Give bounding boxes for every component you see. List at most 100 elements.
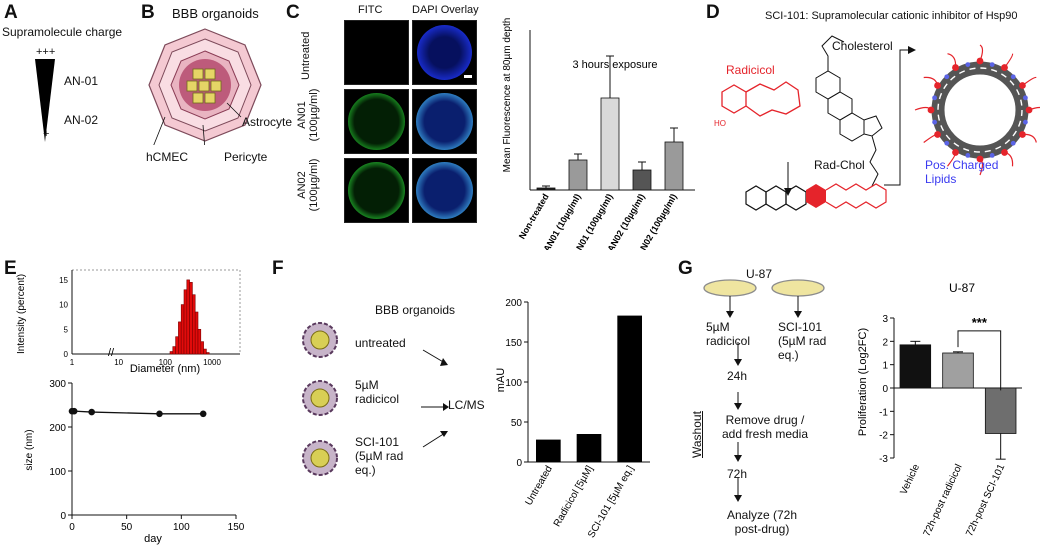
chart-e-ytick: 200 xyxy=(49,423,66,434)
row-label-untreated: Untreated xyxy=(300,31,312,80)
panel-d-title: SCI-101: Supramolecular cationic inhibit… xyxy=(765,10,1018,22)
positive-charge xyxy=(1022,119,1028,125)
positive-charge xyxy=(944,140,950,146)
arrows-to-lcms xyxy=(421,349,449,448)
chart-f-tick-label: Untreated xyxy=(523,464,554,508)
positive-charge xyxy=(944,74,950,80)
lipid-tail xyxy=(979,158,984,176)
histogram-bar xyxy=(175,336,179,355)
lipid-tail xyxy=(1022,133,1037,143)
histogram-bar xyxy=(180,304,185,355)
positive-charge xyxy=(989,152,995,158)
chart-g-bar xyxy=(984,387,1017,434)
chart-c-tick-label: Non-treated xyxy=(517,192,551,241)
chart-g-tick-label: 72h-post radicicol xyxy=(922,463,965,539)
panel-b-title: BBB organoids xyxy=(172,6,259,21)
panel-label-f: F xyxy=(272,258,284,279)
chart-g-bar xyxy=(942,352,974,389)
panel-label-e: E xyxy=(4,258,17,279)
histogram-bar xyxy=(197,328,202,355)
chart-e-top-ytick: 5 xyxy=(64,325,69,334)
histogram-bar xyxy=(194,311,199,355)
rad-chol-structures: HO xyxy=(714,35,887,211)
positive-charge xyxy=(1010,140,1016,146)
treatment-sci101: SCI-101 (5µM rad eq.) xyxy=(778,320,827,362)
histogram-bar xyxy=(192,294,196,355)
chart-f-ytick: 200 xyxy=(505,298,522,309)
chart-g-title: U-87 xyxy=(949,282,975,295)
charge-gradient-wedge xyxy=(35,59,55,142)
significance-bracket xyxy=(957,330,1002,391)
histogram-bar xyxy=(186,279,190,355)
organoid-core xyxy=(310,388,330,408)
chart-g-bar xyxy=(899,344,932,389)
chart-c-bar xyxy=(664,141,684,191)
image-an02-fitc xyxy=(344,158,409,223)
charge-low-label: + xyxy=(43,128,50,140)
chart-e-top-ylabel: Intensity (percent) xyxy=(16,274,27,354)
histogram-bar xyxy=(203,348,207,355)
chart-c-bar xyxy=(600,97,620,191)
lipid-head xyxy=(952,64,959,71)
charge-high-label: +++ xyxy=(36,46,56,58)
step-24h: 24h xyxy=(727,369,748,383)
chart-f-ylabel: mAU xyxy=(495,368,507,393)
lipid-tail xyxy=(923,76,939,86)
histogram-bar xyxy=(200,341,204,355)
positive-charge xyxy=(1022,95,1028,101)
lipid-tail xyxy=(1028,106,1040,111)
image-an01-dapi xyxy=(412,89,477,154)
lipid-tail xyxy=(947,53,957,68)
chart-e-top-ytick: 0 xyxy=(64,350,69,359)
chart-e-top-xtick: 10 xyxy=(114,358,123,367)
condition-untreated: untreated xyxy=(355,336,406,350)
chart-e-top-plot-area xyxy=(71,269,241,355)
histogram-bar xyxy=(178,321,182,355)
chart-g-ytick: 3 xyxy=(882,314,888,325)
positive-charge xyxy=(1010,74,1016,80)
lipid-tail xyxy=(923,133,938,143)
chart-e-ytick: 300 xyxy=(49,379,66,390)
rad-chol-label: Rad-Chol xyxy=(814,158,865,172)
row-label-an01: AN01 (100µg/ml) xyxy=(296,88,320,142)
panel-label-b: B xyxy=(141,2,155,23)
row-label-an02: AN02 (100µg/ml) xyxy=(296,158,320,212)
chart-c-bar xyxy=(568,159,588,191)
chart-c-ylabel: Mean Fluorescence at 80µm depth xyxy=(502,18,513,173)
chart-e-top-xtick: 1 xyxy=(70,358,75,367)
chart-f-tick-label: SCI-101 [5µM eq.] xyxy=(586,464,636,540)
step-analyze: Analyze (72h post-drug) xyxy=(726,508,798,536)
astrocyte-label: Astrocyte xyxy=(242,115,293,129)
chart-f-bar xyxy=(576,434,602,462)
organoid-thumbnails xyxy=(302,322,338,476)
cholesterol-label: Cholesterol xyxy=(832,39,893,53)
positive-charge xyxy=(965,152,971,158)
radicicol-label: Radicicol xyxy=(726,63,775,77)
positive-charge xyxy=(932,95,938,101)
chart-g-ytick: -1 xyxy=(879,407,888,418)
treatment-radicicol: 5µM radicicol xyxy=(706,320,751,348)
chart-g-ytick: 1 xyxy=(882,361,888,372)
chart-c-bar xyxy=(632,169,652,191)
chart-f-tick-label: Radicicol [5µM] xyxy=(552,464,596,529)
chart-g-ytick: 0 xyxy=(882,384,888,395)
pos-charged-lipids-label: Pos. Charged Lipids xyxy=(925,158,999,186)
organoid-core xyxy=(310,330,330,350)
chart-g-ylabel: Proliferation (Log2FC) xyxy=(857,328,869,436)
panel-a-title: Supramolecule charge xyxy=(2,25,123,39)
step-72h: 72h xyxy=(727,467,748,481)
lipid-tail xyxy=(1022,76,1037,86)
image-untreated-fitc xyxy=(344,20,409,85)
size-data-point xyxy=(70,407,78,415)
chart-e-xlabel: day xyxy=(144,533,162,545)
chart-e-top-xlabel: Diameter (nm) xyxy=(130,363,200,375)
histogram-bar xyxy=(189,282,193,355)
chart-f-ytick: 150 xyxy=(505,338,522,349)
pericyte-label: Pericyte xyxy=(224,150,268,164)
lipid-tail xyxy=(1004,53,1014,68)
chart-g-tick-label: Vehicle xyxy=(898,462,922,496)
supramolecule-diagram xyxy=(884,44,1040,186)
chart-c-title: 3 hours exposure xyxy=(573,59,658,71)
petri-dish-radicicol xyxy=(703,279,757,297)
